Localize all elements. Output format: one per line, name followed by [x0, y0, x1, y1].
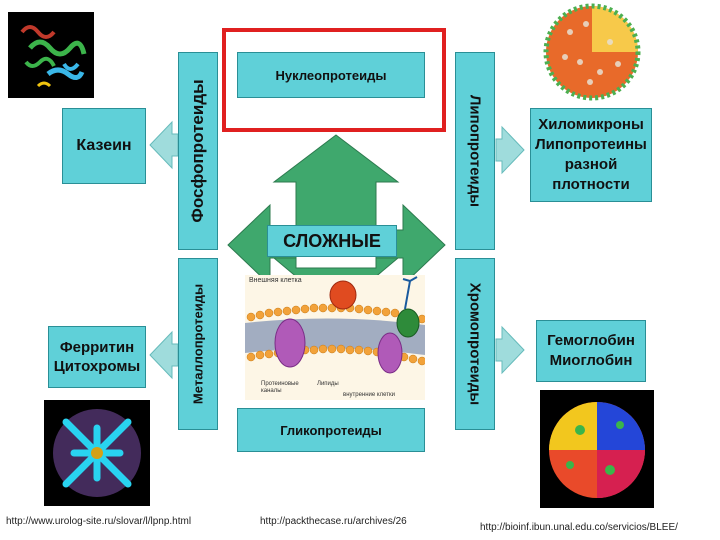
- metalloproteins-label: Металлопротеиды: [190, 283, 206, 405]
- carbohydrate-chain: [402, 276, 418, 310]
- density-label: плотности: [552, 176, 630, 193]
- inside-label: внутренние клетки: [343, 392, 395, 398]
- box-glycoproteins: Гликопротеиды: [237, 408, 425, 452]
- myoglobin-label: Миоглобин: [549, 352, 633, 369]
- box-hemoglobin: Гемоглобин Миоглобин: [536, 320, 646, 382]
- glycoprotein: [396, 308, 420, 338]
- casein-label: Казеин: [76, 137, 132, 154]
- box-chromoproteins: Хромопротеиды: [455, 258, 495, 430]
- hemoglobin-molecule-image: [540, 390, 654, 508]
- ribbon-molecule-icon: [20, 25, 87, 88]
- source-link-left[interactable]: http://www.urolog-site.ru/slovar/l/lpnp.…: [6, 516, 192, 527]
- box-lipoproteins: Липопротеиды: [455, 52, 495, 250]
- cytochromes-label: Цитохромы: [53, 358, 141, 375]
- ferritin-structure-icon: [53, 409, 141, 497]
- arrow-to-casein: [149, 120, 179, 170]
- box-nucleoproteins: Нуклеопротеиды: [237, 52, 425, 98]
- peripheral-protein: [329, 280, 357, 310]
- box-ferritin: Ферритин Цитохромы: [48, 326, 146, 388]
- chromoproteins-label: Хромопротеиды: [466, 282, 484, 406]
- source-link-middle[interactable]: http://packthecase.ru/archives/26: [260, 516, 407, 527]
- protein-channel: [274, 318, 306, 368]
- box-phosphoproteins: Фосфопротеиды: [178, 52, 218, 250]
- box-metalloproteins: Металлопротеиды: [178, 258, 218, 430]
- arrow-to-ferritin: [149, 330, 179, 380]
- complex-label: СЛОЖНЫЕ: [283, 230, 381, 251]
- ferritin-label: Ферритин: [59, 339, 135, 356]
- lipids-label: Липиды: [317, 381, 339, 387]
- various-label: разной: [564, 156, 618, 173]
- chylomicrons-label: Хиломикроны: [538, 116, 644, 133]
- sphere-particle-icon: [543, 3, 641, 101]
- arrow-to-hemoglobin: [495, 325, 525, 375]
- membrane-illustration: Внешняя клетка Протеиновые каналы Липиды…: [245, 275, 425, 400]
- phosphoproteins-label: Фосфопротеиды: [188, 79, 207, 223]
- protein-small: [377, 332, 403, 374]
- glycoproteins-label: Гликопротеиды: [280, 422, 382, 438]
- arrow-to-chylomicrons: [495, 125, 525, 175]
- membrane-drawing: [245, 275, 425, 400]
- box-complex: СЛОЖНЫЕ: [267, 225, 397, 257]
- box-casein: Казеин: [62, 108, 146, 184]
- box-chylomicrons: Хиломикроны Липопротеины разной плотност…: [530, 108, 652, 202]
- ferritin-molecule-image: [44, 400, 150, 506]
- hemoglobin-label: Гемоглобин: [547, 332, 635, 349]
- outside-label: Внешняя клетка: [249, 277, 302, 284]
- casein-molecule-image: [8, 12, 94, 98]
- hemoglobin-structure-icon: [549, 402, 645, 498]
- arrow-up: [272, 134, 400, 231]
- lipoprotein-particle-image: [540, 2, 644, 102]
- nucleoproteins-label: Нуклеопротеиды: [275, 67, 387, 83]
- protein-channels-label: Протеиновые каналы: [261, 381, 299, 394]
- source-link-right[interactable]: http://bioinf.ibun.unal.edu.co/servicios…: [480, 522, 678, 533]
- lipoproteins-example-label: Липопротеины: [535, 136, 647, 153]
- lipoproteins-label: Липопротеиды: [466, 94, 484, 208]
